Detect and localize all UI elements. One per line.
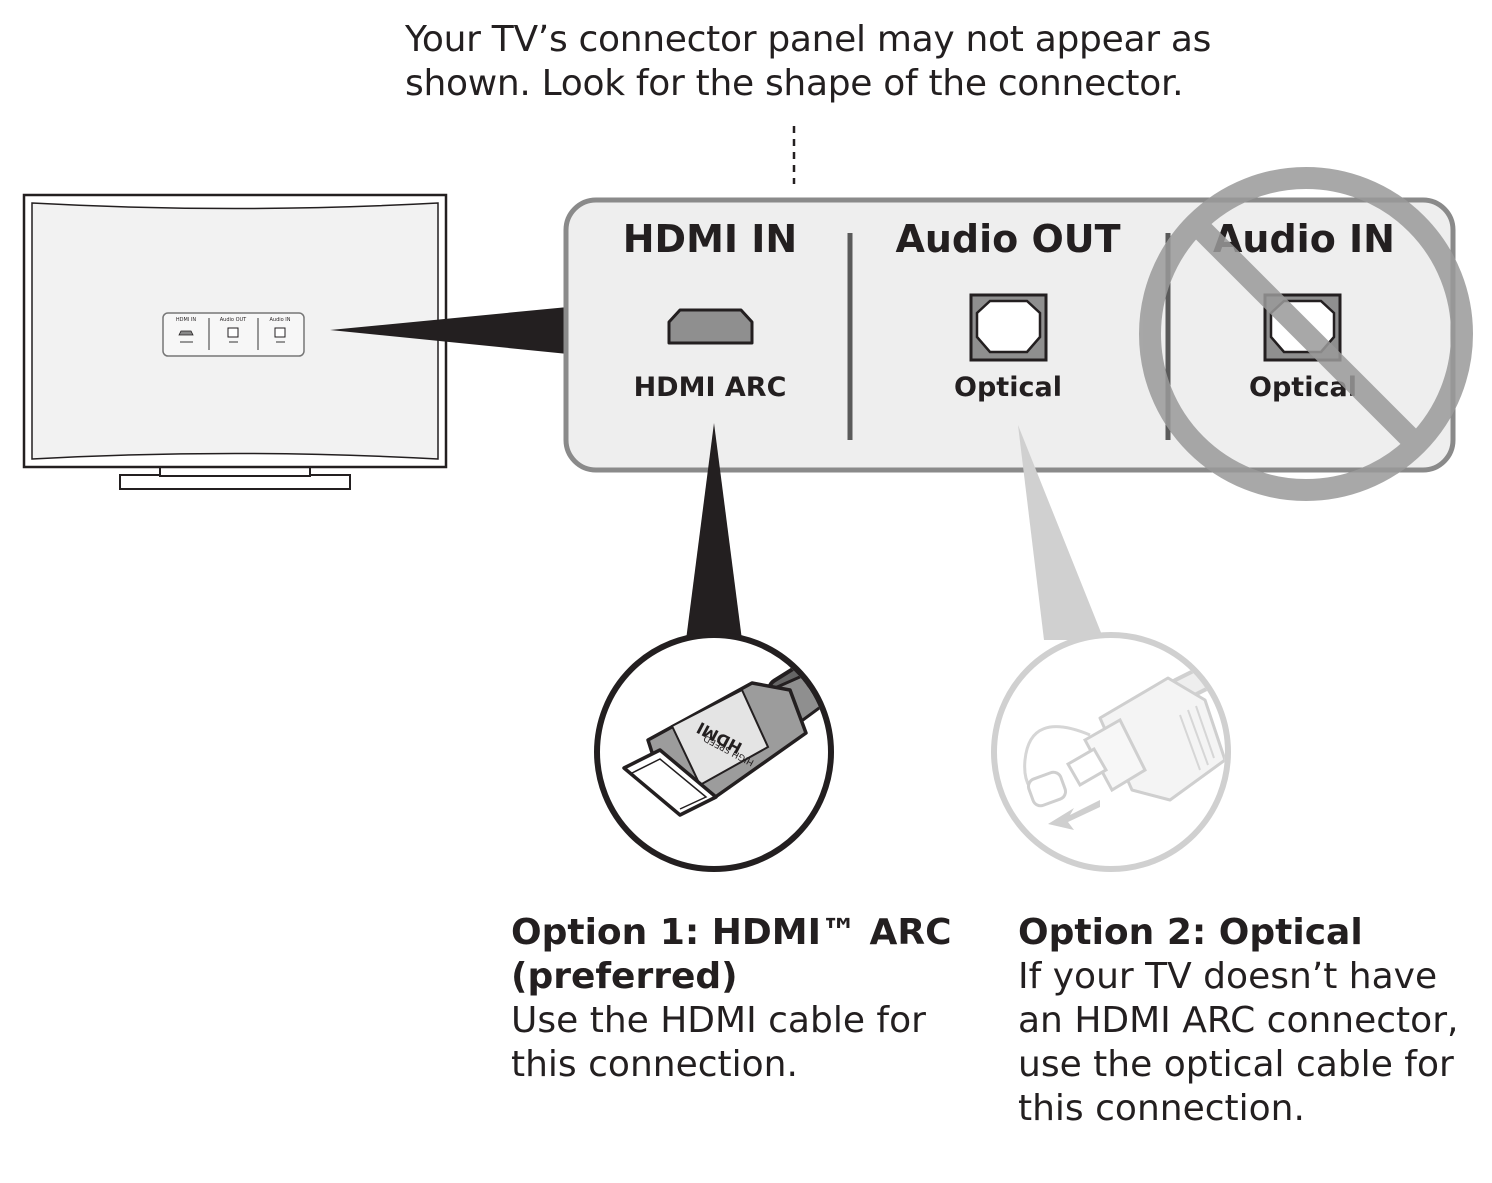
tv-illustration: HDMI IN Audio OUT Audio IN <box>22 193 448 490</box>
hdmi-arc-label: HDMI ARC <box>634 372 787 403</box>
option-2-description: Option 2: Optical If your TV doesn’t hav… <box>1018 911 1488 1131</box>
hdmi-in-heading: HDMI IN <box>623 217 797 261</box>
hdmi-cable-illustration: HDMI HIGH SPEED <box>594 632 834 872</box>
connector-panel: HDMI IN Audio OUT Audio IN HDMI ARC Opti… <box>563 167 1473 501</box>
hdmi-port-icon <box>667 308 754 345</box>
optical-callout-pointer <box>1018 425 1104 640</box>
option-2-title: Option 2: Optical <box>1018 912 1363 953</box>
option-1-title-line-1: Option 1: HDMI™ ARC <box>511 912 952 953</box>
option-2-body-line-2: an HDMI ARC connector, <box>1018 1000 1459 1041</box>
option-1-body-line-2: this connection. <box>511 1044 798 1085</box>
optical-cable-illustration <box>991 632 1231 872</box>
tv-stand-base <box>119 474 351 490</box>
audio-in-heading: Audio IN <box>1213 217 1395 261</box>
option-1-description: Option 1: HDMI™ ARC (preferred) Use the … <box>511 911 981 1087</box>
connector-panel-note: Your TV’s connector panel may not appear… <box>405 18 1212 106</box>
option-2-body-line-3: use the optical cable for <box>1018 1044 1454 1085</box>
hdmi-callout-pointer <box>686 423 742 640</box>
mini-audio-in-heading: Audio IN <box>269 317 290 323</box>
option-2-body-line-1: If your TV doesn’t have <box>1018 956 1438 997</box>
audio-out-heading: Audio OUT <box>895 217 1120 261</box>
mini-hdmi-heading: HDMI IN <box>176 317 196 323</box>
mini-audio-out-heading: Audio OUT <box>220 317 247 323</box>
optical-out-port-icon <box>969 293 1048 362</box>
zoom-wedge <box>330 307 568 354</box>
note-line-1: Your TV’s connector panel may not appear… <box>405 19 1212 60</box>
tv-mini-connector-panel: HDMI IN Audio OUT Audio IN <box>162 312 305 357</box>
optical-out-label: Optical <box>954 372 1062 403</box>
mini-optical-in-icon <box>274 327 286 338</box>
option-1-body-line-1: Use the HDMI cable for <box>511 1000 926 1041</box>
mini-hdmi-port-icon <box>178 330 194 336</box>
note-line-2: shown. Look for the shape of the connect… <box>405 63 1184 104</box>
prohibited-icon <box>1139 167 1473 501</box>
optical-cap-arrow <box>1048 800 1100 830</box>
mini-optical-out-icon <box>227 327 239 338</box>
option-1-title-line-2: (preferred) <box>511 956 738 997</box>
option-2-body-line-4: this connection. <box>1018 1088 1305 1129</box>
